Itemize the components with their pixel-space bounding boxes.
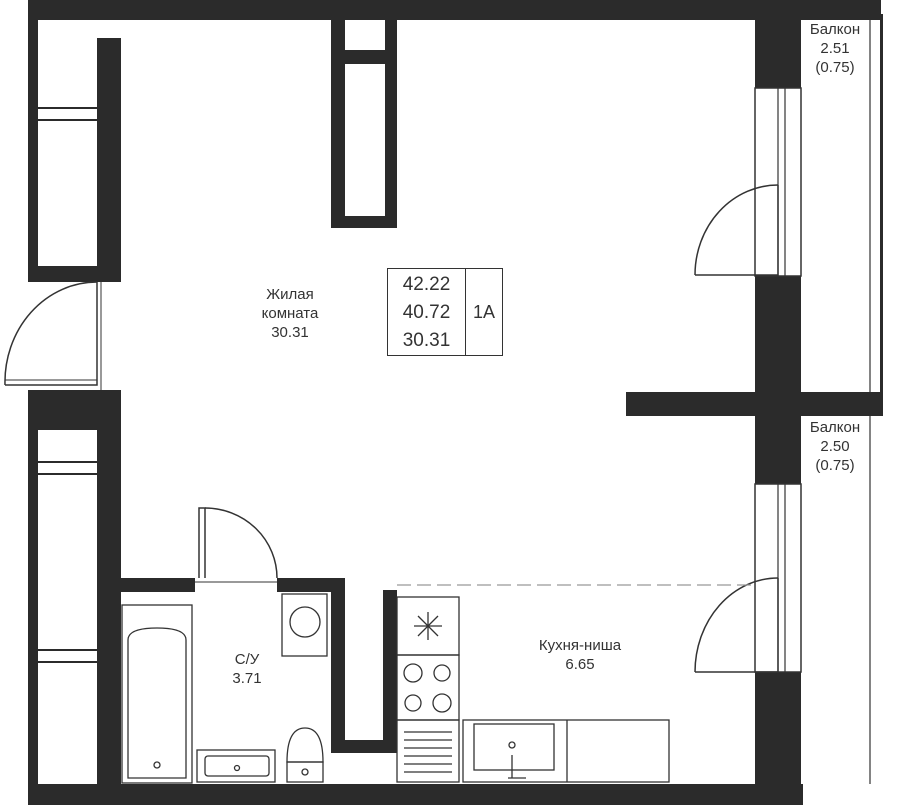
kitchen-sink-icon bbox=[473, 723, 555, 779]
summary-living-area: 30.31 bbox=[402, 330, 451, 351]
wall-left-upper bbox=[28, 0, 38, 272]
room-balcony-bottom-name: Балкон bbox=[809, 419, 861, 436]
wall-bath-top-right bbox=[277, 578, 331, 592]
room-balcony-bottom-area: 2.50 bbox=[820, 438, 850, 455]
doors bbox=[4, 184, 779, 673]
wall-bath-right-2 bbox=[383, 590, 397, 753]
room-balcony-top-reduced: (0.75) bbox=[815, 59, 855, 76]
bath-sink-icon bbox=[196, 749, 276, 783]
room-living-name-1: Жилая bbox=[266, 286, 314, 303]
wall-balcony-edge bbox=[880, 14, 883, 414]
wall-bottom bbox=[28, 784, 803, 805]
summary-apartment-type: 1А bbox=[472, 301, 496, 322]
stove-icon bbox=[403, 663, 452, 713]
room-bathroom-area: 3.71 bbox=[232, 670, 262, 687]
washing-machine-icon bbox=[281, 593, 328, 657]
wall-right-top bbox=[755, 20, 801, 88]
wall-top bbox=[28, 0, 881, 20]
column-top-3 bbox=[331, 50, 397, 64]
column-top-2 bbox=[385, 20, 397, 228]
room-balcony-top-area: 2.51 bbox=[820, 40, 850, 57]
window-frames bbox=[38, 107, 97, 663]
room-kitchen-name: Кухня-ниша bbox=[538, 637, 622, 654]
wall-left-lower bbox=[28, 390, 38, 805]
door-entrance bbox=[5, 282, 98, 386]
column-top bbox=[331, 20, 345, 228]
door-bathroom bbox=[198, 507, 206, 578]
wall-right-lower bbox=[755, 408, 801, 484]
wall-left-lower-inner bbox=[97, 390, 121, 805]
summary-total-area: 42.22 bbox=[402, 274, 451, 295]
room-balcony-top-name: Балкон bbox=[809, 21, 861, 38]
toilet-icon bbox=[286, 727, 324, 783]
wall-right-bottom bbox=[755, 672, 801, 805]
room-living-area: 30.31 bbox=[271, 324, 309, 341]
wall-left-upper-inner bbox=[97, 38, 121, 282]
freezer-icon bbox=[414, 612, 442, 640]
wall-balcony-divider bbox=[626, 392, 883, 416]
apartment-summary: 42.22 40.72 30.31 1А bbox=[387, 268, 503, 356]
room-living-name-2: комната bbox=[261, 305, 319, 322]
kitchen-counter bbox=[396, 596, 670, 783]
dishwasher-icon bbox=[404, 731, 452, 773]
wall-openings bbox=[38, 20, 385, 784]
door-balcony-top bbox=[695, 185, 779, 276]
wall-bath-top bbox=[121, 578, 195, 592]
walls bbox=[28, 0, 883, 805]
room-balcony-bottom-label: Балкон 2.50 (0.75) bbox=[800, 418, 870, 475]
door-balcony-bottom bbox=[695, 578, 779, 673]
room-kitchen-label: Кухня-ниша 6.65 bbox=[515, 636, 645, 674]
room-balcony-bottom-reduced: (0.75) bbox=[815, 457, 855, 474]
room-living-label: Жилая комната 30.31 bbox=[238, 285, 342, 342]
summary-living-total-area: 40.72 bbox=[402, 302, 451, 323]
column-top-4 bbox=[331, 216, 397, 228]
room-bathroom-label: С/У 3.71 bbox=[210, 650, 284, 688]
room-kitchen-area: 6.65 bbox=[565, 656, 595, 673]
bathtub bbox=[121, 604, 193, 784]
summary-values: 42.22 40.72 30.31 bbox=[388, 269, 466, 355]
room-balcony-top-label: Балкон 2.51 (0.75) bbox=[800, 20, 870, 77]
room-bathroom-name: С/У bbox=[234, 651, 260, 668]
wall-bath-bottom-in bbox=[331, 740, 397, 753]
wall-bath-right bbox=[331, 578, 345, 753]
